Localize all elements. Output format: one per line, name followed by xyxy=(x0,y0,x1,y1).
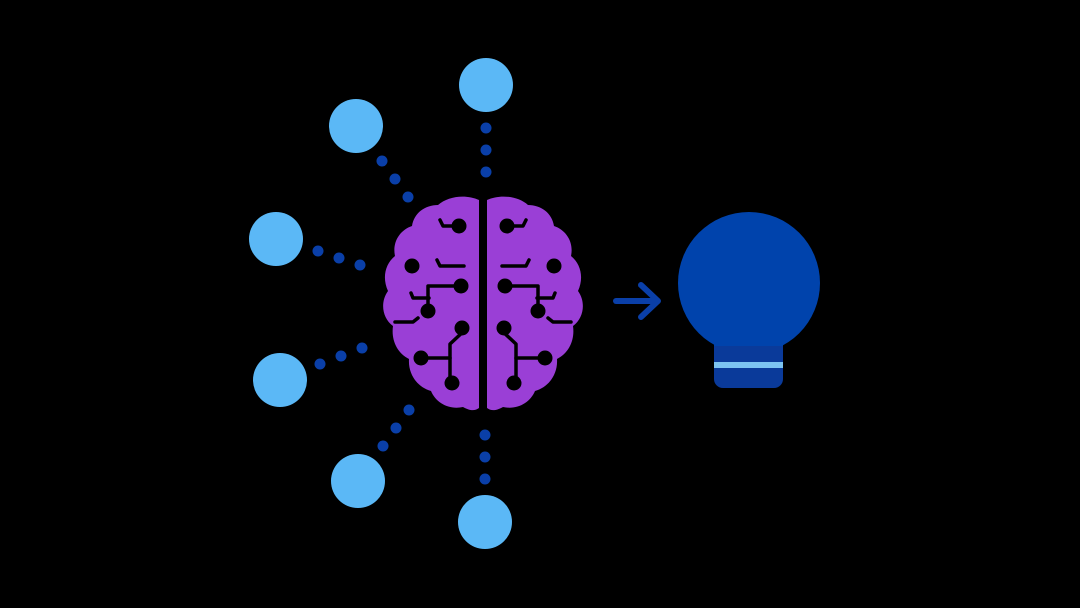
brain-right-hemisphere xyxy=(487,196,583,411)
input-node xyxy=(331,454,385,508)
brain-left-hemisphere xyxy=(383,196,479,411)
connector-dot xyxy=(335,350,347,362)
circuit-node xyxy=(546,258,562,274)
circuit-node xyxy=(454,320,470,336)
circuit-node xyxy=(444,375,460,391)
lightbulb-icon xyxy=(678,212,820,388)
connector-dot xyxy=(376,155,388,167)
circuit-node xyxy=(404,258,420,274)
brain-circuit-nodes-left xyxy=(404,218,470,391)
connector-dot xyxy=(333,252,345,264)
input-node xyxy=(459,58,513,112)
input-node xyxy=(458,495,512,549)
connector-dot xyxy=(356,342,368,354)
connector-dot xyxy=(403,404,415,416)
bulb-neck xyxy=(714,300,783,348)
circuit-node xyxy=(453,278,469,294)
circuit-node xyxy=(420,303,436,319)
input-node xyxy=(329,99,383,153)
input-node xyxy=(253,353,307,407)
dotted-connectors xyxy=(312,122,492,485)
circuit-node xyxy=(530,303,546,319)
circuit-brain-icon xyxy=(383,196,583,411)
circuit-node xyxy=(499,218,515,234)
connector-dot xyxy=(480,144,492,156)
bulb-glass xyxy=(678,212,820,354)
connector-dot xyxy=(354,259,366,271)
connector-dot xyxy=(479,451,491,463)
bulb-base-top xyxy=(714,346,783,358)
input-node xyxy=(249,212,303,266)
circuit-node xyxy=(496,320,512,336)
circuit-node xyxy=(506,375,522,391)
circuit-node xyxy=(537,350,553,366)
circuit-node xyxy=(451,218,467,234)
connector-dot xyxy=(480,122,492,134)
connector-dot xyxy=(314,358,326,370)
connector-dot xyxy=(377,440,389,452)
arrow-right-icon xyxy=(613,282,661,320)
connector-dot xyxy=(402,191,414,203)
brain-circuit-nodes-right xyxy=(496,218,562,391)
connector-dot xyxy=(390,422,402,434)
input-nodes xyxy=(249,58,513,549)
connector-dot xyxy=(389,173,401,185)
connector-dot xyxy=(312,245,324,257)
circuit-node xyxy=(413,350,429,366)
bulb-stripe xyxy=(714,362,783,368)
circuit-node xyxy=(497,278,513,294)
connector-dot xyxy=(480,166,492,178)
connector-dot xyxy=(479,473,491,485)
connector-dot xyxy=(479,429,491,441)
